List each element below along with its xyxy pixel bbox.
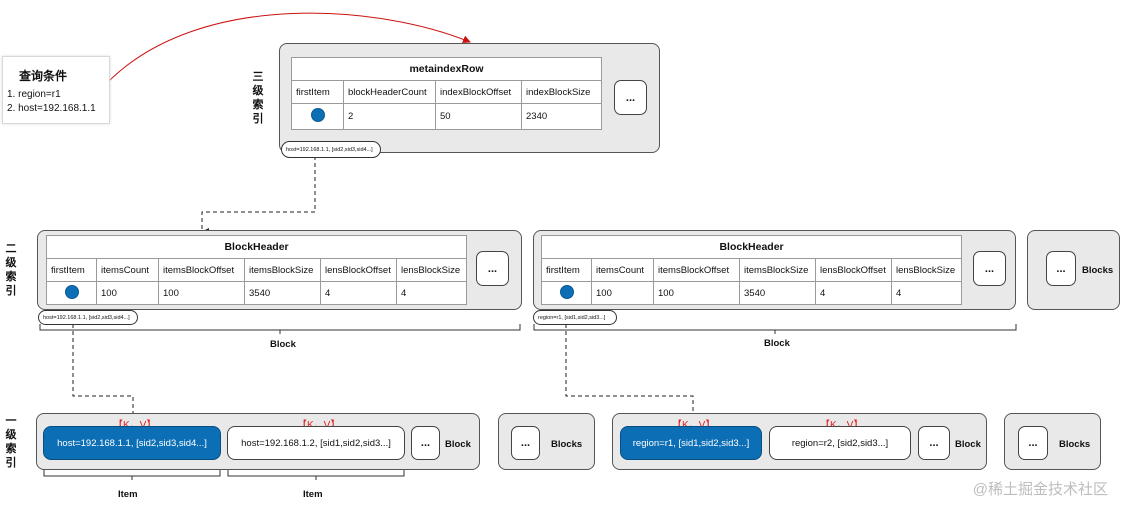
bh-value-items-block-size: 3540	[244, 281, 321, 305]
watermark: @稀土掘金技术社区	[972, 481, 1108, 498]
block-header-first-item-pill: host=192.168.1.1, [sid2,sid3,sid4...]	[38, 310, 138, 325]
query-item-region: 1. region=r1	[7, 89, 61, 100]
query-item-host: 2. host=192.168.1.1	[7, 103, 96, 114]
item-region-r2: region=r2, [sid2,sid3...]	[769, 426, 911, 460]
level1-blocks-more-box: ...	[1018, 426, 1048, 460]
level3-label: 三级索引	[252, 71, 264, 125]
item-caption: Item	[118, 489, 138, 500]
bh-value-items-block-offset: 100	[158, 281, 245, 305]
bh-value-lens-block-offset: 4	[320, 281, 397, 305]
bh-value-items-count: 100	[96, 281, 159, 305]
kv-label: 【K，V】	[113, 416, 156, 431]
bh-value-items-block-size: 3540	[739, 281, 816, 305]
query-conditions-box: 查询条件 1. region=r1 2. host=192.168.1.1	[2, 56, 110, 124]
level1-block-label: Block	[445, 439, 471, 450]
query-arrow-curve	[107, 12, 471, 83]
item-region-r1: region=r1, [sid1,sid2,sid3...]	[620, 426, 762, 460]
bh-header-first-item: firstItem	[541, 258, 592, 282]
level1-block-label: Block	[955, 439, 981, 450]
bh-header-items-count: itemsCount	[591, 258, 654, 282]
level3-to-level2-connector	[201, 156, 316, 236]
bh-value-items-block-offset: 100	[653, 281, 740, 305]
block-header-title: BlockHeader	[540, 235, 963, 259]
metaindex-title: metaindexRow	[290, 57, 603, 81]
bh-value-lens-block-size: 4	[395, 281, 468, 305]
meta-first-item-cell	[291, 103, 344, 130]
level1-more-box: ...	[918, 426, 950, 460]
block-header-title: BlockHeader	[45, 235, 468, 259]
bh-value-items-count: 100	[591, 281, 654, 305]
bh-first-item-cell	[541, 281, 592, 305]
block-header-first-item-pill: region=r1, [sid1,sid2,sid3...]	[533, 310, 617, 325]
item-brace-1	[43, 468, 221, 480]
level1-blocks-label: Blocks	[551, 439, 583, 450]
bh-value-lens-block-size: 4	[890, 281, 963, 305]
bh-header-items-block-size: itemsBlockSize	[739, 258, 816, 282]
bh-header-items-block-offset: itemsBlockOffset	[158, 258, 245, 282]
pointer-dot-icon	[64, 284, 79, 299]
bh-header-items-block-size: itemsBlockSize	[244, 258, 321, 282]
meta-header-index-block-size: indexBlockSize	[520, 80, 603, 104]
kv-label: 【K，V】	[672, 416, 715, 431]
meta-header-block-header-count: blockHeaderCount	[343, 80, 436, 104]
level1-more-box: ...	[411, 426, 440, 460]
bh-first-item-cell	[46, 281, 97, 305]
meta-header-index-block-offset: indexBlockOffset	[435, 80, 522, 104]
level2-label: 二级索引	[5, 243, 17, 297]
block-header-table-right: BlockHeader firstItem itemsCount itemsBl…	[540, 235, 963, 305]
pointer-dot-icon	[310, 108, 325, 122]
item-brace-2	[227, 468, 405, 480]
block-caption: Block	[270, 339, 296, 350]
level2-right-to-level1-connector	[565, 324, 700, 428]
item-host-192-168-1-1: host=192.168.1.1, [sid2,sid3,sid4...]	[43, 426, 221, 460]
kv-label: 【K，V】	[820, 416, 863, 431]
level1-label: 一级索引	[5, 415, 17, 469]
level1-blocks-more-box: ...	[511, 426, 540, 460]
pointer-dot-icon	[559, 284, 574, 299]
block-header-more-box: ...	[476, 251, 509, 286]
item-host-192-168-1-2: host=192.168.1.2, [sid1,sid2,sid3...]	[227, 426, 405, 460]
bh-header-first-item: firstItem	[46, 258, 97, 282]
bh-header-lens-block-size: lensBlockSize	[395, 258, 468, 282]
block-header-more-box: ...	[973, 251, 1006, 286]
bh-header-items-block-offset: itemsBlockOffset	[653, 258, 740, 282]
bh-header-lens-block-offset: lensBlockOffset	[815, 258, 892, 282]
kv-label: 【K，V】	[297, 416, 340, 431]
block-brace-left	[39, 324, 521, 334]
meta-value-index-block-size: 2340	[520, 103, 603, 130]
bh-header-items-count: itemsCount	[96, 258, 159, 282]
level2-blocks-label: Blocks	[1082, 265, 1114, 276]
meta-header-first-item: firstItem	[291, 80, 344, 104]
level2-blocks-more-box: ...	[1046, 251, 1076, 286]
meta-more-box: ...	[614, 80, 647, 115]
bh-header-lens-block-offset: lensBlockOffset	[320, 258, 397, 282]
meta-value-index-block-offset: 50	[435, 103, 522, 130]
level1-blocks-label: Blocks	[1059, 439, 1091, 450]
level2-left-to-level1-connector	[72, 324, 140, 428]
query-title: 查询条件	[19, 69, 68, 83]
block-caption: Block	[764, 338, 790, 349]
meta-value-block-header-count: 2	[343, 103, 436, 130]
metaindex-table: metaindexRow firstItem blockHeaderCount …	[290, 57, 603, 130]
item-caption: Item	[303, 489, 323, 500]
block-brace-right	[533, 324, 1017, 334]
meta-first-item-pill: host=192.168.1.1, [sid2,sid3,sid4...]	[281, 141, 381, 158]
block-header-table-left: BlockHeader firstItem itemsCount itemsBl…	[45, 235, 468, 305]
bh-header-lens-block-size: lensBlockSize	[890, 258, 963, 282]
bh-value-lens-block-offset: 4	[815, 281, 892, 305]
